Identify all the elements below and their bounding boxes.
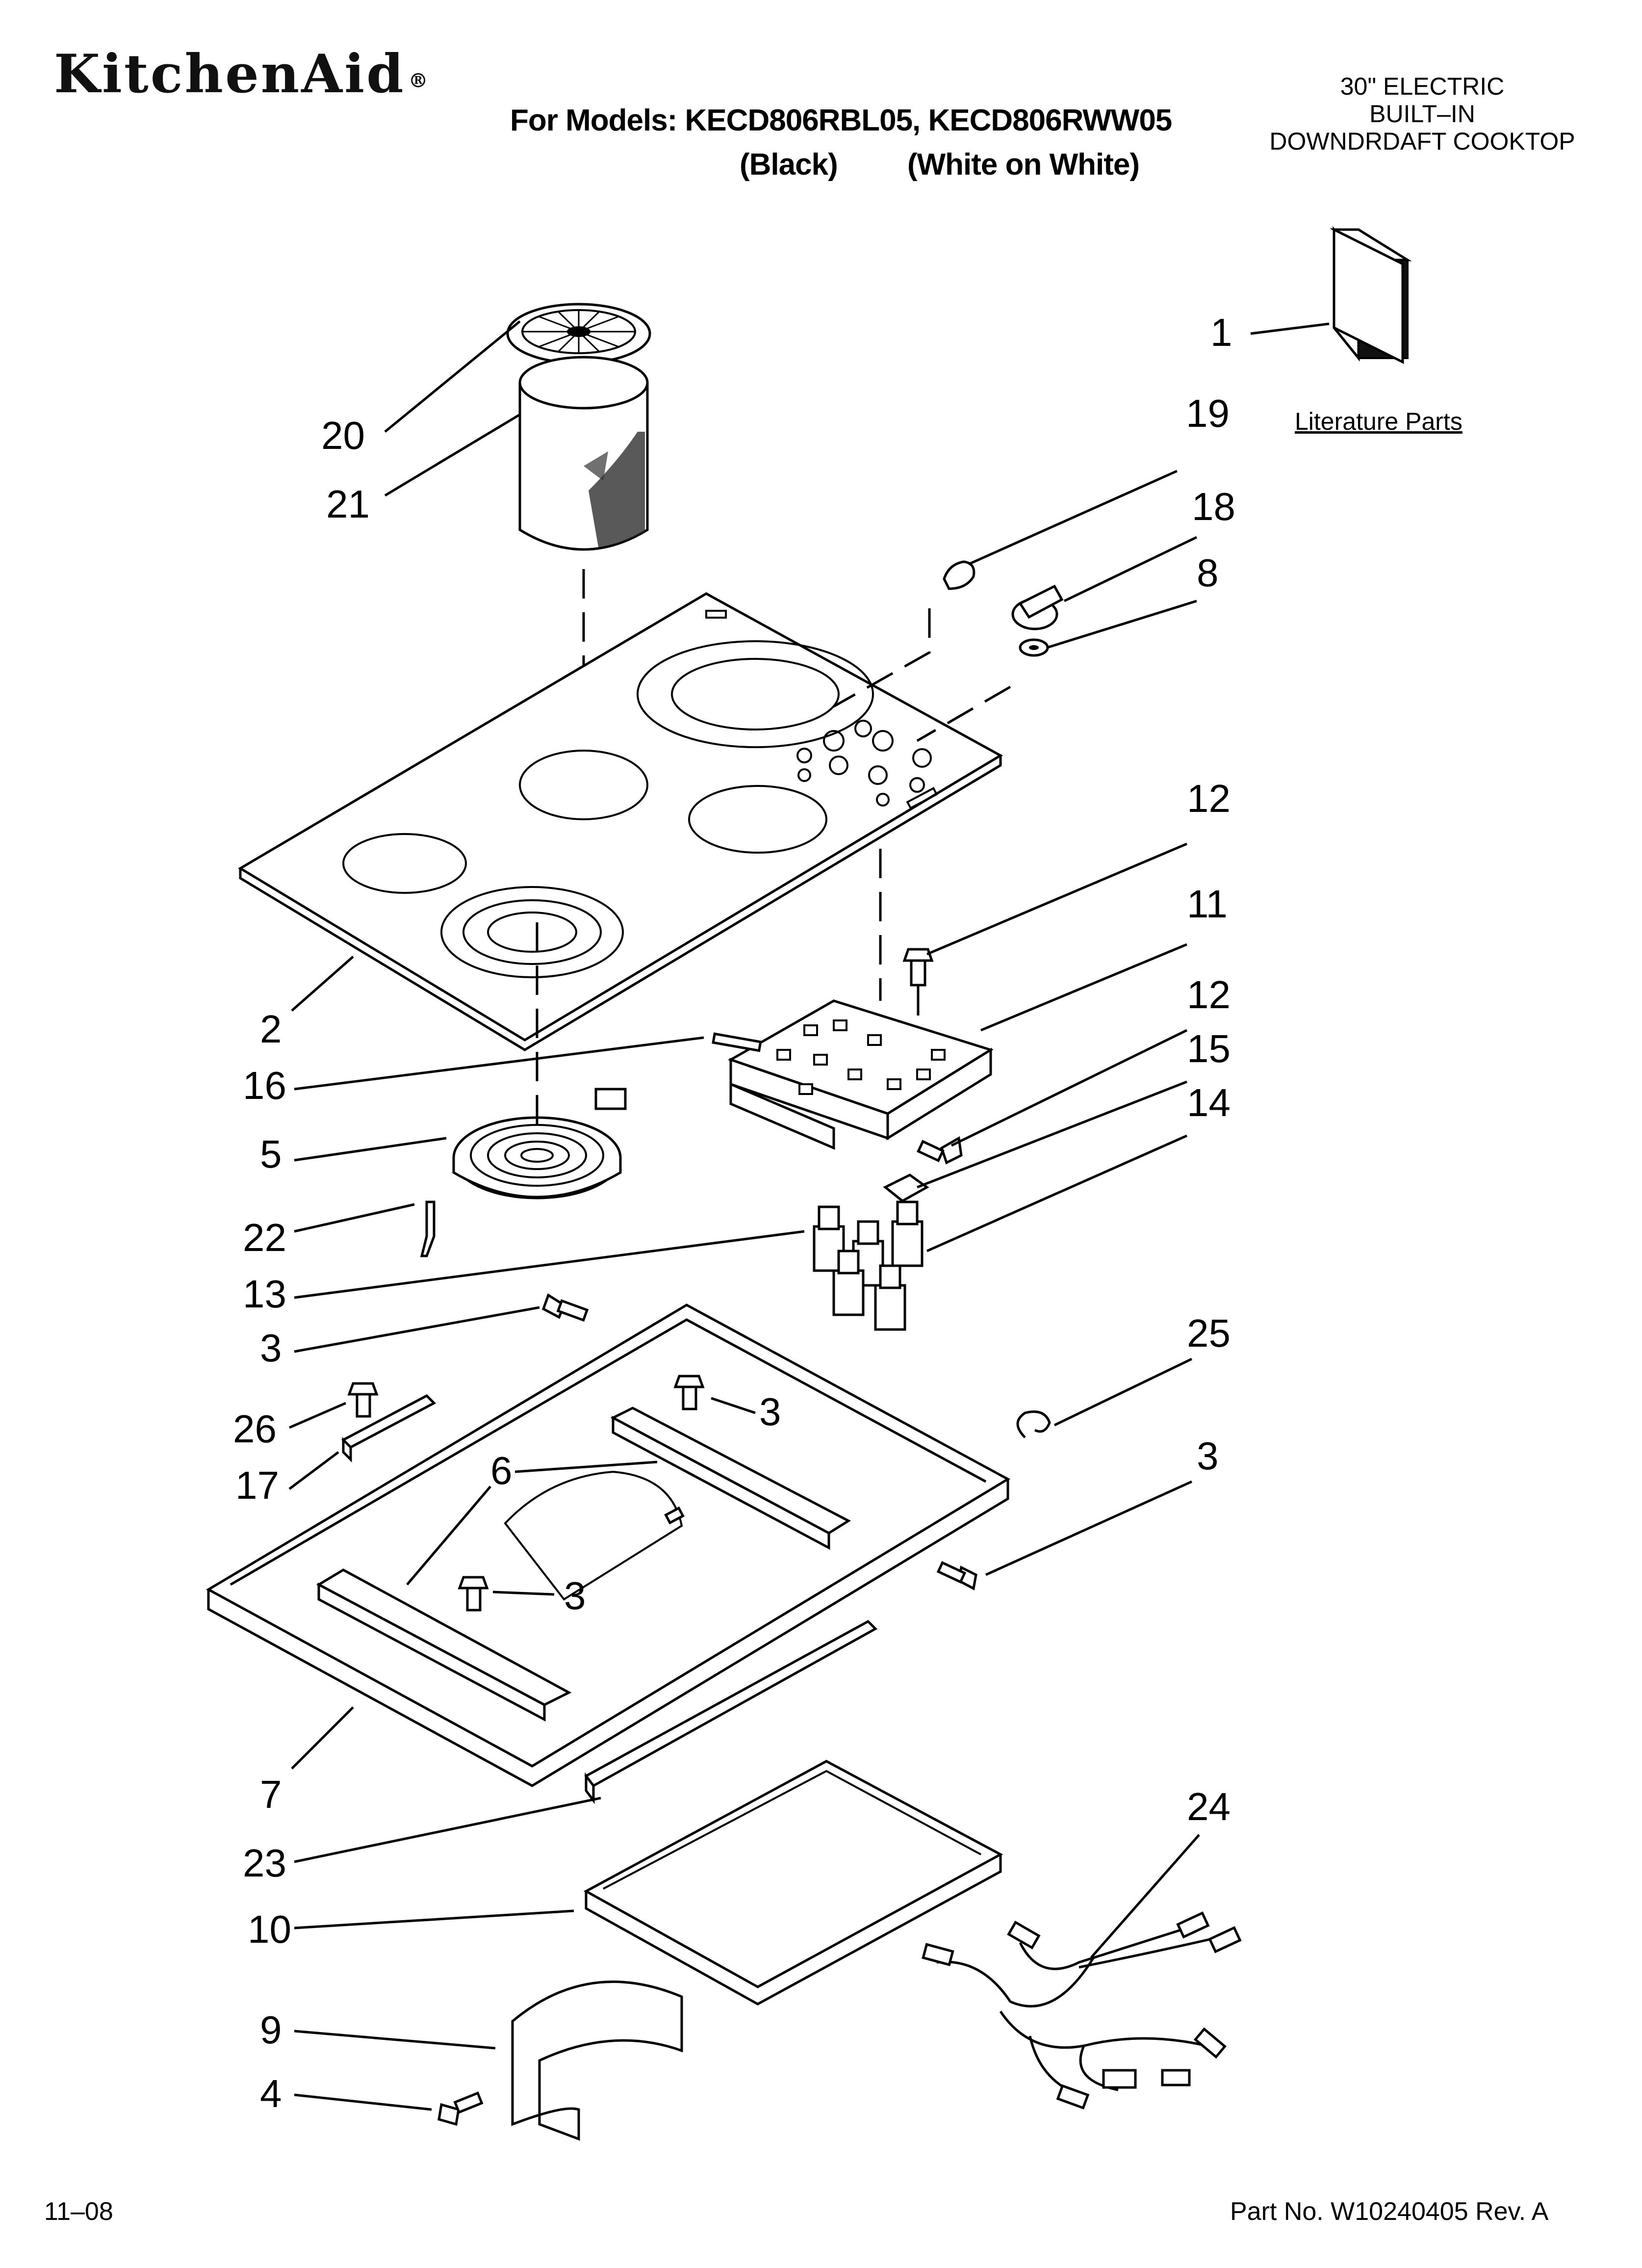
callout-14: 14 [1187, 1081, 1231, 1124]
callout-11: 11 [1187, 882, 1228, 926]
brand-name: KitchenAid [54, 43, 406, 105]
callout-16: 16 [243, 1064, 286, 1107]
literature-parts-label: Literature Parts [1295, 408, 1462, 435]
cooktop-glass [238, 592, 1003, 1051]
callout-2: 2 [260, 1007, 282, 1051]
screw-3-center [673, 1375, 705, 1410]
support-rail-lower [316, 1568, 572, 1722]
knob-axis-line-18 [916, 685, 1011, 742]
callout-12-upper: 12 [1187, 777, 1231, 820]
clip-15 [883, 1173, 929, 1203]
callout-18: 18 [1192, 485, 1235, 528]
callout-1: 1 [1210, 311, 1232, 354]
callout-15: 15 [1187, 1027, 1231, 1070]
screw-26 [347, 1382, 379, 1418]
product-line-3: DOWNDRDAFT COOKTOP [1269, 128, 1575, 155]
callout-6: 6 [490, 1449, 513, 1492]
callout-4: 4 [260, 2072, 282, 2115]
callout-3-center: 3 [759, 1390, 781, 1434]
charcoal-filter [518, 356, 649, 551]
callout-5: 5 [260, 1132, 282, 1176]
leader-lines [288, 320, 1330, 2111]
drip-pan [583, 1760, 1003, 2006]
screw-3-right [936, 1561, 977, 1590]
knob-19 [943, 560, 975, 590]
infinite-switches [813, 1200, 924, 1331]
variant-black: (Black) [740, 148, 838, 182]
brand-logo: KitchenAid® [54, 43, 430, 105]
callout-3-right: 3 [1197, 1434, 1219, 1478]
cooktop-base-tray [205, 1303, 1011, 1787]
screw-12-upper [902, 948, 934, 987]
radiant-element [452, 1088, 627, 1199]
callout-8: 8 [1197, 551, 1219, 595]
screw-12-lower [917, 1136, 963, 1165]
part-number: Part No. W10240405 Rev. A [1230, 2197, 1549, 2226]
models-heading: For Models: KECD806RBL05, KECD806RWW05 [510, 104, 1172, 137]
registered-mark: ® [408, 69, 430, 92]
callout-21: 21 [326, 482, 370, 526]
revision-date: 11–08 [44, 2197, 113, 2226]
bracket-17 [341, 1394, 436, 1463]
trim-strip-23 [584, 1619, 878, 1804]
screw-4 [437, 2091, 484, 2126]
callout-23: 23 [243, 1841, 286, 1885]
screw-3-lower [458, 1576, 489, 1612]
callout-10: 10 [248, 1907, 291, 1951]
callout-19: 19 [1186, 391, 1230, 435]
support-rail-upper [610, 1407, 851, 1550]
bracket-slots [776, 1019, 946, 1095]
callout-20: 20 [321, 414, 365, 457]
knob-axis-line-19 [833, 608, 931, 708]
callout-22: 22 [243, 1216, 286, 1259]
callout-26: 26 [233, 1407, 277, 1451]
clip-22 [420, 1200, 436, 1257]
variant-white: (White on White) [907, 148, 1140, 182]
control-knob-holes [796, 720, 932, 807]
knob-18 [1011, 584, 1064, 630]
grommet-25 [1016, 1410, 1051, 1438]
callout-3-top: 3 [260, 1326, 282, 1370]
callout-3-lower: 3 [564, 1574, 586, 1617]
callout-7: 7 [260, 1773, 282, 1816]
product-line-1: 30" ELECTRIC [1340, 73, 1505, 100]
bezel-8 [1019, 638, 1049, 657]
callout-25: 25 [1187, 1311, 1231, 1355]
product-line-2: BUILT–IN [1369, 100, 1475, 128]
callout-24: 24 [1187, 1785, 1231, 1828]
wire-harness [922, 1911, 1242, 2110]
product-description: 30" ELECTRIC BUILT–IN DOWNDRDAFT COOKTOP [1246, 73, 1599, 155]
literature-booklet [1330, 226, 1412, 365]
callout-17: 17 [235, 1463, 279, 1507]
callout-9: 9 [260, 2008, 282, 2052]
callout-12-lower: 12 [1187, 973, 1231, 1017]
callout-13: 13 [243, 1272, 286, 1316]
screw-3-top [541, 1293, 589, 1322]
filter-grate [506, 303, 651, 365]
switch-bracket [727, 999, 994, 1150]
callout-labels: 1 20 21 19 18 8 12 11 12 15 14 2 16 5 22… [233, 311, 1235, 2115]
label-16 [712, 1032, 762, 1052]
duct-shroud [511, 1981, 683, 2141]
